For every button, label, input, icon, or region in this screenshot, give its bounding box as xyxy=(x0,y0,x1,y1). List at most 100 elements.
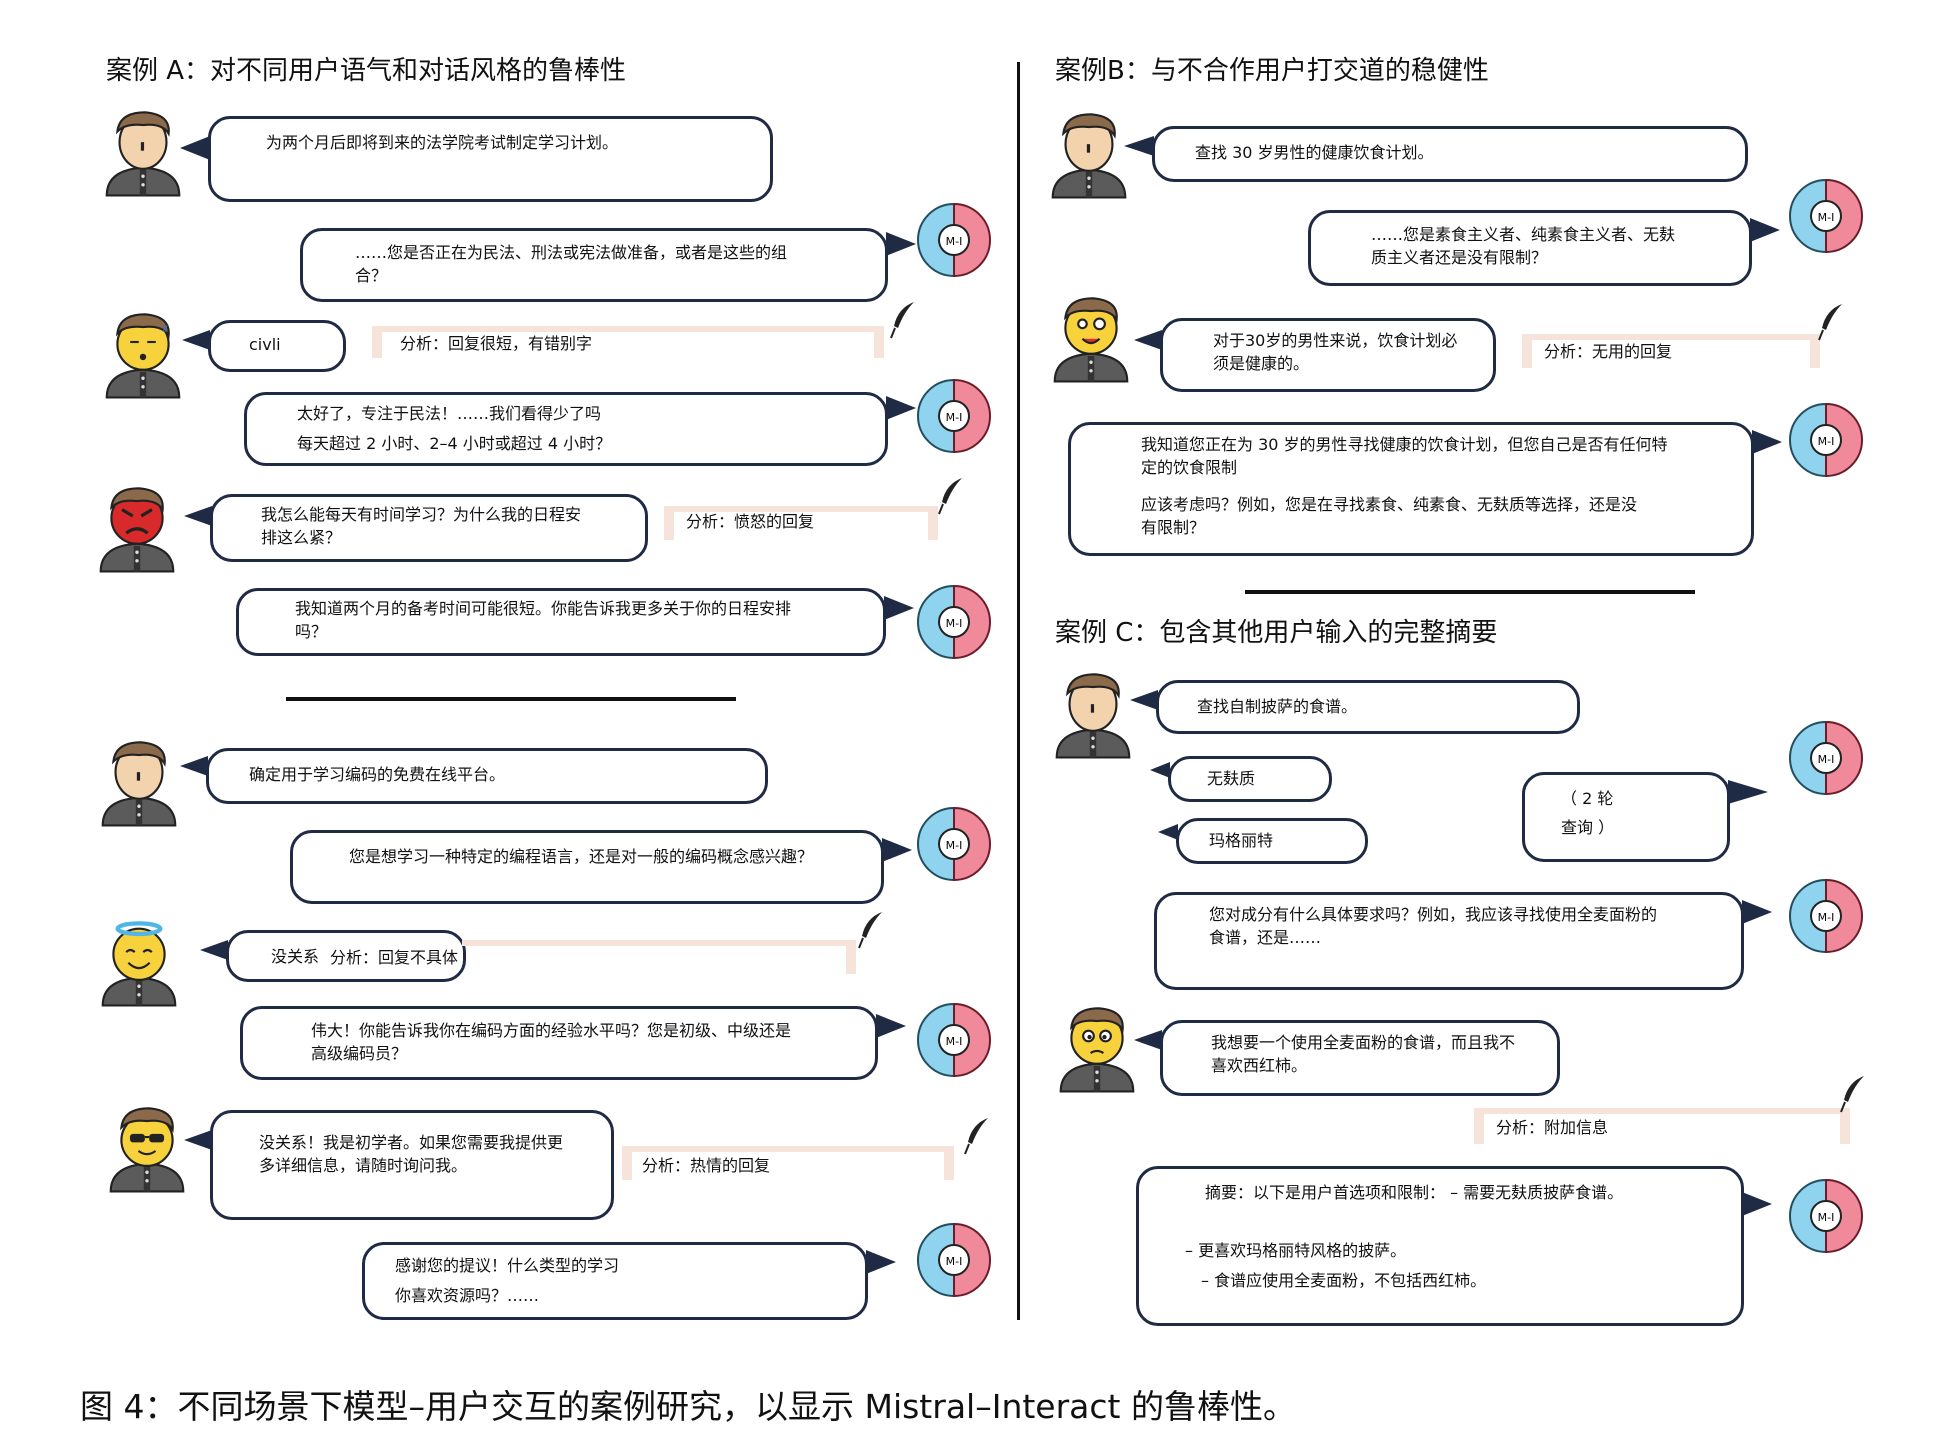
chat-bubble-model-summary: 摘要：以下是用户首选项和限制： – 需要无麸质披萨食谱。 – 更喜欢玛格丽特风格… xyxy=(1136,1166,1744,1326)
model-brain-icon: M-I xyxy=(1789,720,1863,796)
model-brain-icon: M-I xyxy=(1789,402,1863,478)
svg-text:z: z xyxy=(162,321,168,334)
message-text: 您是想学习一种特定的编程语言，还是对一般的编码概念感兴趣？ xyxy=(349,847,814,866)
analysis-note-bar-left xyxy=(664,506,674,540)
model-badge-label: M-I xyxy=(946,1255,963,1268)
model-brain-icon: M-I xyxy=(1789,878,1863,954)
bubble-tail xyxy=(882,838,912,862)
summary-line: – 更喜欢玛格丽特风格的披萨。 xyxy=(1185,1241,1407,1260)
analysis-note-bar-left xyxy=(372,326,382,358)
bubble-tail xyxy=(884,596,914,620)
chat-bubble-user: 没关系！我是初学者。如果您需要我提供更 多详细信息，请随时询问我。 xyxy=(210,1110,614,1220)
user-avatar-icon xyxy=(1051,113,1127,199)
chat-bubble-model: 我知道您正在为 30 岁的男性寻找健康的饮食计划，但您自己是否有任何特 定的饮食… xyxy=(1068,422,1754,556)
chat-bubble-model: 伟大！你能告诉我你在编码方面的经验水平吗？您是初级、中级还是 高级编码员？ xyxy=(240,1006,878,1080)
analysis-note-bar xyxy=(1522,334,1820,340)
bubble-tail xyxy=(1150,762,1170,778)
model-brain-icon: M-I xyxy=(917,584,991,660)
message-text: 确定用于学习编码的免费在线平台。 xyxy=(249,765,506,784)
analysis-note-bar-right xyxy=(928,506,938,540)
model-brain-icon: M-I xyxy=(1789,1178,1863,1254)
message-text: 玛格丽特 xyxy=(1209,831,1274,850)
model-brain-icon: M-I xyxy=(1789,178,1863,254)
message-text: 伟大！你能告诉我你在编码方面的经验水平吗？您是初级、中级还是 高级编码员？ xyxy=(311,1021,792,1064)
bubble-tail xyxy=(1134,330,1162,350)
chat-bubble-user: 我怎么能每天有时间学习？为什么我的日程安 排这么紧？ xyxy=(210,494,648,562)
model-brain-icon: M-I xyxy=(917,202,991,278)
model-badge-label: M-I xyxy=(1818,211,1835,224)
quill-pen-icon xyxy=(938,478,962,515)
bubble-tail xyxy=(876,1014,906,1038)
analysis-note-bar xyxy=(462,940,856,946)
message-text: 查找自制披萨的食谱。 xyxy=(1197,697,1358,716)
bubble-tail xyxy=(180,136,210,160)
quill-pen-icon xyxy=(890,302,914,339)
bubble-tail xyxy=(1742,900,1772,924)
bubble-tail xyxy=(1728,780,1768,804)
chat-bubble-model: 您对成分有什么具体要求吗？例如，我应该寻找使用全麦面粉的 食谱，还是…… xyxy=(1154,892,1744,990)
figure-caption: 图 4：不同场景下模型–用户交互的案例研究，以显示 Mistral–Intera… xyxy=(80,1387,1296,1426)
chat-bubble-user: 玛格丽特 xyxy=(1176,818,1368,864)
chat-bubble-user: 查找自制披萨的食谱。 xyxy=(1156,680,1580,734)
bubble-tail xyxy=(184,1130,212,1150)
message-text: 感谢您的提议！什么类型的学习 你喜欢资源吗？…… xyxy=(395,1256,620,1306)
analysis-note-bar xyxy=(664,506,938,512)
model-brain-icon: M-I xyxy=(917,806,991,882)
chat-bubble-user: 无麸质 xyxy=(1168,756,1332,802)
message-text-continued: 应该考虑吗？例如，您是在寻找素食、纯素食、无麸质等选择，还是没 有限制？ xyxy=(1141,495,1638,538)
chat-bubble-user: 查找 30 岁男性的健康饮食计划。 xyxy=(1152,126,1748,182)
analysis-note-bar-right xyxy=(846,940,856,974)
chat-bubble-model: （ 2 轮 查询 ） xyxy=(1522,772,1730,862)
bubble-tail xyxy=(1750,218,1780,242)
model-badge-label: M-I xyxy=(946,617,963,630)
analysis-note-bar xyxy=(1474,1108,1850,1114)
model-brain-icon: M-I xyxy=(917,378,991,454)
bubble-tail xyxy=(886,232,916,256)
chat-bubble-user: 确定用于学习编码的免费在线平台。 xyxy=(206,748,768,804)
happy-user-avatar-icon xyxy=(101,921,177,1007)
message-text: 无麸质 xyxy=(1207,769,1256,788)
chat-bubble-model: 太好了，专注于民法！……我们看得少了吗 每天超过 2 小时、2–4 小时或超过 … xyxy=(244,392,888,466)
message-text: ……您是否正在为民法、刑法或宪法做准备，或者是这些的组 合？ xyxy=(355,243,788,286)
model-badge-label: M-I xyxy=(946,1035,963,1048)
model-badge-label: M-I xyxy=(1818,753,1835,766)
vertical-divider xyxy=(1017,62,1020,1320)
bubble-tail xyxy=(1742,1192,1772,1216)
message-text: 没关系 xyxy=(271,947,320,966)
chat-bubble-user: 为两个月后即将到来的法学院考试制定学习计划。 xyxy=(208,116,773,202)
chat-bubble-model: 我知道两个月的备考时间可能很短。你能告诉我更多关于你的日程安排 吗？ xyxy=(236,588,886,656)
model-badge-label: M-I xyxy=(946,235,963,248)
case-c-title: 案例 C：包含其他用户输入的完整摘要 xyxy=(1055,618,1498,648)
quill-pen-icon xyxy=(1840,1076,1864,1113)
chat-bubble-user: 我想要一个使用全麦面粉的食谱，而且我不 喜欢西红柿。 xyxy=(1160,1020,1560,1096)
message-text: 您对成分有什么具体要求吗？例如，我应该寻找使用全麦面粉的 食谱，还是…… xyxy=(1209,905,1658,948)
message-text: 查找 30 岁男性的健康饮食计划。 xyxy=(1195,143,1434,162)
sleepy-user-avatar-icon: z xyxy=(105,313,181,399)
bubble-tail xyxy=(1158,824,1178,840)
angry-user-avatar-icon xyxy=(99,487,175,573)
chat-bubble-user: 对于30岁的男性来说，饮食计划必 须是健康的。 xyxy=(1160,318,1496,392)
message-text: 我怎么能每天有时间学习？为什么我的日程安 排这么紧？ xyxy=(261,505,582,548)
bubble-tail xyxy=(1124,136,1154,156)
case-b-title: 案例B：与不合作用户打交道的稳健性 xyxy=(1055,56,1489,86)
analysis-note: 分析：无用的回复 xyxy=(1544,342,1673,361)
analysis-note: 分析：回复很短，有错别字 xyxy=(400,334,593,353)
analysis-note-bar-right xyxy=(944,1146,954,1180)
case-a-divider xyxy=(286,697,736,701)
bubble-tail xyxy=(200,940,228,960)
chat-bubble-model: 感谢您的提议！什么类型的学习 你喜欢资源吗？…… xyxy=(362,1242,868,1320)
bubble-tail xyxy=(1130,690,1158,710)
case-a-title: 案例 A：对不同用户语气和对话风格的鲁棒性 xyxy=(106,56,627,86)
model-brain-icon: M-I xyxy=(917,1002,991,1078)
model-badge-label: M-I xyxy=(1818,911,1835,924)
message-text: 对于30岁的男性来说，饮食计划必 须是健康的。 xyxy=(1213,331,1458,374)
chat-bubble-model: ……您是素食主义者、纯素食主义者、无麸 质主义者还是没有限制？ xyxy=(1308,210,1752,286)
confused-user-avatar-icon xyxy=(1059,1007,1135,1093)
model-badge-label: M-I xyxy=(1818,435,1835,448)
analysis-note-bar-right xyxy=(1810,334,1820,368)
analysis-note-bar xyxy=(622,1146,954,1152)
bubble-tail xyxy=(886,396,916,420)
model-badge-label: M-I xyxy=(946,839,963,852)
user-avatar-icon xyxy=(101,741,177,827)
bubble-tail xyxy=(1134,1030,1162,1050)
